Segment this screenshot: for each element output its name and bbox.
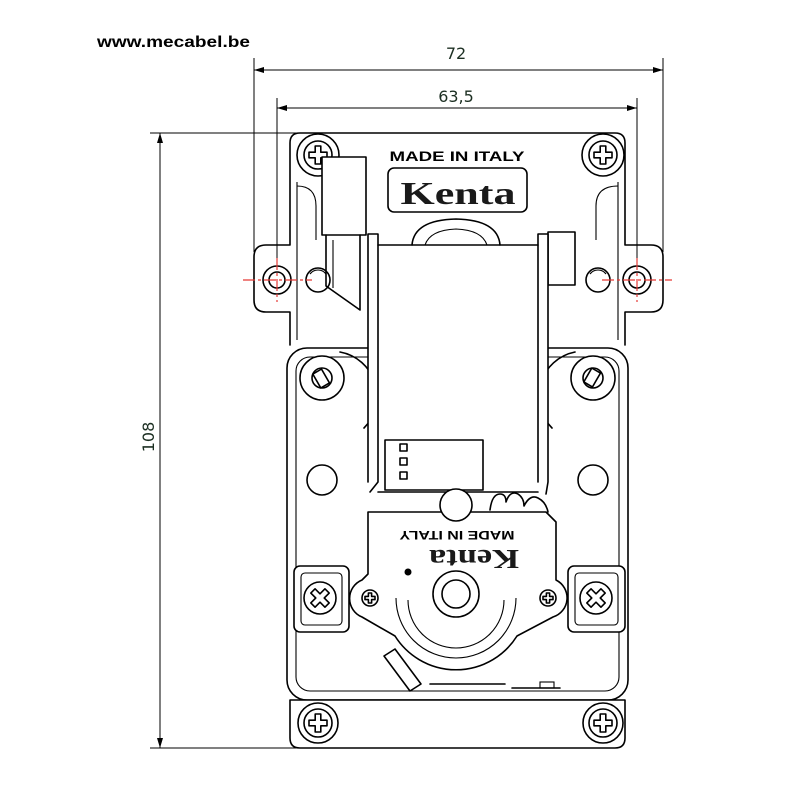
pin-hole-left-arc bbox=[309, 269, 327, 275]
upper-plate-outline bbox=[253, 132, 664, 346]
motor-top-pulley-inner bbox=[424, 228, 488, 246]
hole-right-middle bbox=[577, 464, 609, 496]
top-brand-plate bbox=[387, 167, 528, 213]
screw-small-right bbox=[539, 589, 557, 607]
screw-bracket-left-inner bbox=[300, 572, 343, 626]
boss-right-upper-slot bbox=[583, 367, 602, 388]
top-made-in-label: MADE IN ITALY bbox=[390, 148, 526, 164]
output-shaft-outer bbox=[432, 570, 480, 618]
terminal-pin-1 bbox=[399, 443, 408, 452]
dimension-label-108: 108 bbox=[139, 422, 158, 453]
boss-left-upper-slot bbox=[312, 368, 331, 389]
hole-left-middle bbox=[306, 464, 338, 496]
terminal-pin-3 bbox=[399, 471, 408, 480]
screw-bracket-right-inner bbox=[574, 572, 619, 626]
dimension-lines: 72 63,5 108 bbox=[139, 44, 664, 749]
left-clip-lower bbox=[325, 234, 361, 311]
output-shaft-inner bbox=[441, 579, 471, 609]
screw-x-right bbox=[579, 581, 613, 615]
motor-channel bbox=[367, 218, 549, 513]
top-brand-label: Kenta bbox=[401, 175, 516, 211]
screw-bottom-left bbox=[303, 708, 333, 738]
upper-plate-notch-left bbox=[296, 185, 317, 240]
lower-body-bottom-tab bbox=[539, 681, 555, 689]
left-clip bbox=[321, 156, 367, 236]
right-clip bbox=[547, 231, 576, 286]
upper-plate-notch-right bbox=[595, 185, 619, 240]
bottom-plate-outline bbox=[289, 699, 626, 749]
housing-made-in-label: MADE IN ITALY bbox=[400, 528, 515, 542]
gear-housing: MADE IN ITALY Kenta bbox=[348, 488, 568, 671]
pin-hole-right-arc bbox=[589, 269, 607, 275]
bottom-plate bbox=[289, 699, 626, 749]
screw-x-left bbox=[303, 581, 337, 615]
wire-bundle bbox=[489, 492, 549, 513]
terminal-pin-2 bbox=[399, 457, 408, 466]
dimension-label-72: 72 bbox=[446, 44, 466, 63]
screw-bottom-right bbox=[588, 708, 618, 738]
housing-marker-dot bbox=[404, 568, 412, 576]
gear-housing-inner-arc-2 bbox=[407, 599, 505, 649]
screw-top-right bbox=[588, 140, 618, 170]
bracket-left bbox=[367, 233, 379, 493]
screw-small-left bbox=[361, 589, 379, 607]
dimension-label-63-5: 63,5 bbox=[438, 87, 474, 106]
center-lines bbox=[243, 258, 672, 302]
motor-top-pulley bbox=[411, 218, 501, 246]
gear-housing-inner-arc bbox=[395, 597, 517, 659]
housing-brand-label: Kenta bbox=[428, 544, 519, 574]
website-label: www.mecabel.be bbox=[96, 34, 250, 51]
bracket-right bbox=[537, 233, 549, 495]
release-lever bbox=[383, 648, 422, 692]
motor-pulley-lower bbox=[439, 488, 473, 522]
boss-right-upper bbox=[570, 355, 616, 401]
boss-left-upper bbox=[299, 355, 345, 401]
